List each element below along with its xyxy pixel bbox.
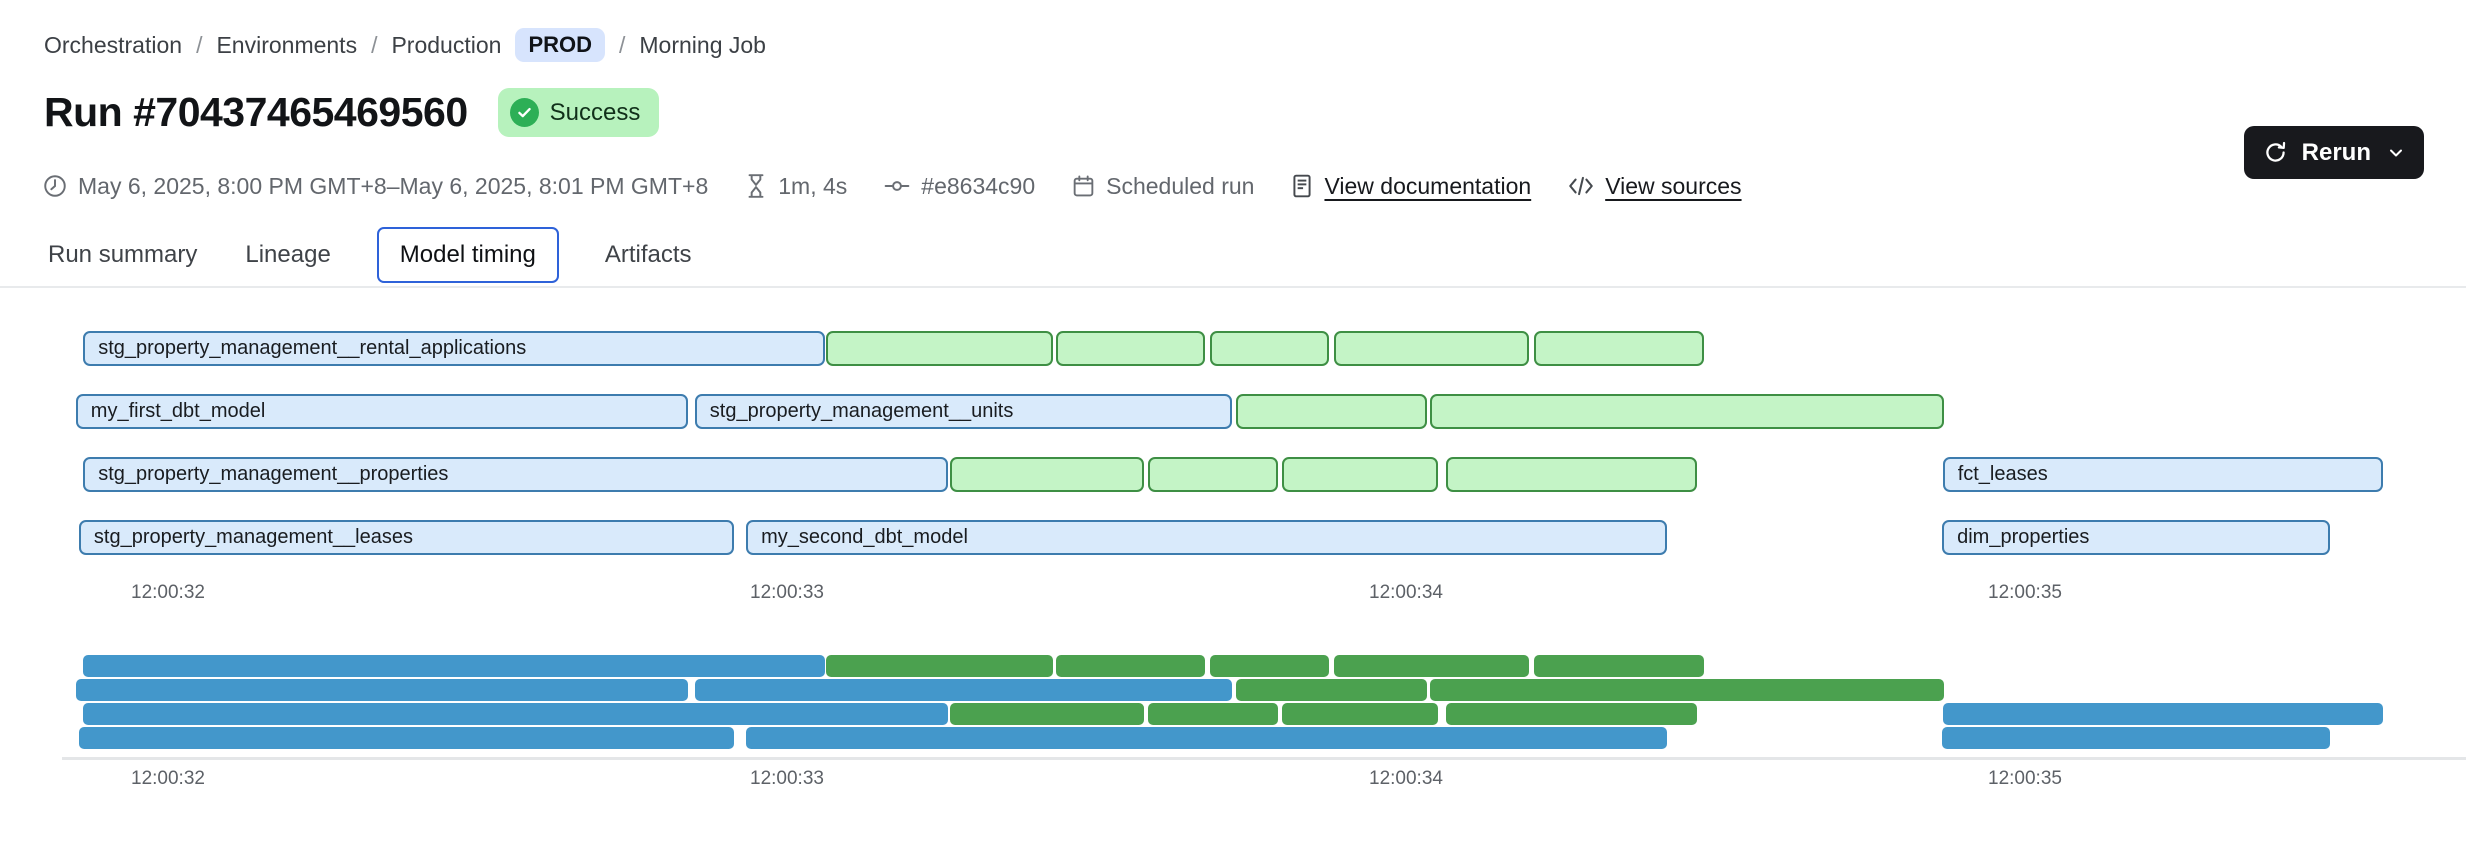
- timing-bar-test[interactable]: [1446, 457, 1697, 492]
- run-trigger: Scheduled run: [1071, 173, 1254, 200]
- tab-model-timing[interactable]: Model timing: [376, 227, 559, 283]
- overview-bar-test: [1430, 679, 1944, 701]
- overview-axis-line: [62, 757, 2466, 760]
- overview-bar-model: [694, 679, 1233, 701]
- timing-bar-model[interactable]: my_first_dbt_model: [75, 394, 688, 429]
- tab-bar: Run summary Lineage Model timing Artifac…: [46, 226, 694, 284]
- timing-bar-test[interactable]: [1282, 457, 1439, 492]
- rerun-button[interactable]: Rerun: [2243, 126, 2424, 179]
- axis-tick-label: 12:00:34: [1369, 768, 1443, 789]
- breadcrumb-separator: /: [371, 31, 378, 58]
- model-name-label: stg_property_management__rental_applicat…: [98, 337, 527, 359]
- overview-bar-model: [83, 703, 948, 725]
- overview-bar-test: [1055, 655, 1205, 677]
- clock-icon: [44, 175, 66, 197]
- calendar-icon: [1073, 175, 1094, 197]
- overview-bar-test: [1334, 655, 1530, 677]
- overview-bar-test: [1282, 703, 1439, 725]
- overview-bar-model: [1942, 727, 2331, 749]
- commit-icon: [884, 181, 910, 191]
- breadcrumb-item-morning-job: Morning Job: [639, 31, 766, 58]
- breadcrumb-item-orchestration[interactable]: Orchestration: [44, 31, 183, 58]
- model-name-label: my_second_dbt_model: [761, 526, 968, 548]
- timing-bar-model[interactable]: stg_property_management__rental_applicat…: [83, 331, 825, 366]
- timing-bar-model[interactable]: dim_properties: [1942, 520, 2331, 555]
- overview-bar-test: [949, 703, 1145, 725]
- overview-bar-model: [746, 727, 1668, 749]
- hourglass-icon: [748, 174, 764, 198]
- commit-hash: #e8634c90: [883, 173, 1035, 200]
- model-name-label: stg_property_management__units: [709, 400, 1014, 422]
- refresh-icon: [2265, 141, 2285, 162]
- model-name-label: stg_property_management__leases: [93, 526, 413, 548]
- tab-lineage[interactable]: Lineage: [245, 241, 331, 268]
- breadcrumb: Orchestration / Environments / Productio…: [44, 28, 766, 62]
- timing-bar-model[interactable]: stg_property_management__units: [694, 394, 1233, 429]
- run-meta-row: May 6, 2025, 8:00 PM GMT+8–May 6, 2025, …: [42, 168, 1742, 204]
- overview-bar-test: [826, 655, 1054, 677]
- overview-bar-test: [1534, 655, 1704, 677]
- rerun-label: Rerun: [2301, 138, 2371, 166]
- page-title: Run #70437465469560: [44, 89, 468, 135]
- tab-run-summary[interactable]: Run summary: [48, 241, 198, 268]
- model-name-label: my_first_dbt_model: [90, 400, 266, 422]
- axis-tick-label: 12:00:35: [1988, 582, 2062, 603]
- document-icon: [1293, 174, 1312, 198]
- model-name-label: fct_leases: [1957, 463, 2048, 485]
- timing-bar-model[interactable]: my_second_dbt_model: [746, 520, 1668, 555]
- timing-bar-model[interactable]: stg_property_management__properties: [83, 457, 948, 492]
- timing-bar-test[interactable]: [949, 457, 1145, 492]
- chevron-down-icon: [2390, 149, 2402, 156]
- breadcrumb-item-production[interactable]: Production: [391, 31, 502, 58]
- breadcrumb-separator: /: [196, 31, 203, 58]
- timing-bar-test[interactable]: [1209, 331, 1330, 366]
- axis-tick-label: 12:00:34: [1369, 582, 1443, 603]
- timing-bar-test[interactable]: [1430, 394, 1944, 429]
- run-duration: 1m, 4s: [744, 173, 847, 200]
- overview-bar-test: [1235, 679, 1428, 701]
- view-sources-link[interactable]: View sources: [1567, 173, 1742, 200]
- timing-bar-test[interactable]: [1055, 331, 1205, 366]
- model-name-label: stg_property_management__properties: [98, 463, 449, 485]
- timing-bar-test[interactable]: [1334, 331, 1530, 366]
- overview-bar-model: [78, 727, 734, 749]
- timing-bar-test[interactable]: [1534, 331, 1704, 366]
- overview-bar-model: [1942, 703, 2383, 725]
- environment-badge: PROD: [515, 28, 605, 62]
- tab-artifacts[interactable]: Artifacts: [604, 241, 692, 268]
- axis-tick-label: 12:00:33: [750, 582, 824, 603]
- timing-bar-test[interactable]: [1235, 394, 1428, 429]
- view-documentation-link[interactable]: View documentation: [1290, 173, 1531, 200]
- breadcrumb-item-environments[interactable]: Environments: [216, 31, 358, 58]
- axis-tick-label: 12:00:32: [131, 768, 205, 789]
- timing-bar-model[interactable]: fct_leases: [1942, 457, 2383, 492]
- overview-bar-test: [1147, 703, 1278, 725]
- axis-tick-label: 12:00:32: [131, 582, 205, 603]
- overview-bar-model: [75, 679, 688, 701]
- run-time-range: May 6, 2025, 8:00 PM GMT+8–May 6, 2025, …: [42, 173, 708, 200]
- check-icon: [509, 98, 539, 127]
- code-icon: [1569, 176, 1593, 196]
- rerun-dropdown-toggle[interactable]: [2384, 143, 2406, 163]
- status-badge: Success: [497, 88, 660, 137]
- overview-bar-test: [1209, 655, 1330, 677]
- axis-tick-label: 12:00:33: [750, 768, 824, 789]
- timing-bar-model[interactable]: stg_property_management__leases: [78, 520, 734, 555]
- axis-tick-label: 12:00:35: [1988, 768, 2062, 789]
- title-row: Run #70437465469560 Success: [44, 88, 660, 137]
- overview-bar-test: [1446, 703, 1697, 725]
- model-name-label: dim_properties: [1957, 526, 2090, 548]
- overview-bar-model: [83, 655, 825, 677]
- tab-divider: [0, 286, 2466, 288]
- timing-bar-test[interactable]: [1147, 457, 1278, 492]
- timing-bar-test[interactable]: [826, 331, 1054, 366]
- breadcrumb-separator: /: [619, 31, 626, 58]
- status-label: Success: [549, 98, 641, 126]
